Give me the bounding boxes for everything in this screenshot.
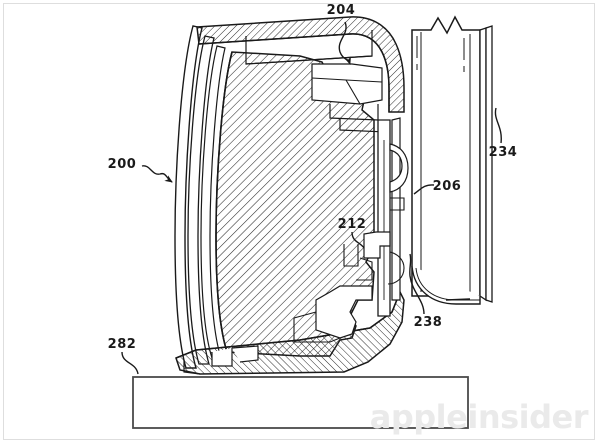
internal-pocket-lower <box>293 257 373 343</box>
ref-num-204: 204 <box>327 3 356 18</box>
ref-num-200: 200 <box>108 157 137 172</box>
ref-leader-238 <box>409 253 425 315</box>
ref-leader-200 <box>141 165 173 183</box>
ref-num-212: 212 <box>338 217 367 232</box>
device-housing-cross-section <box>174 16 409 375</box>
ref-leader-234 <box>494 107 502 144</box>
housing-bottom-steps <box>183 345 259 375</box>
adjacent-panel-stack <box>411 15 493 305</box>
ref-num-206: 206 <box>433 179 462 194</box>
ref-leader-212 <box>351 231 365 249</box>
support-base <box>132 376 469 429</box>
ref-num-234: 234 <box>489 145 518 160</box>
ref-leader-206 <box>413 184 435 195</box>
internal-latch-features <box>343 143 409 285</box>
internal-channel-wall <box>377 117 401 317</box>
ref-num-282: 282 <box>108 337 137 352</box>
internal-bracket-upper <box>311 63 387 133</box>
ref-num-238: 238 <box>414 315 443 330</box>
outer-housing-top-wall <box>196 16 405 113</box>
ref-leader-204 <box>338 21 351 65</box>
ref-leader-282 <box>121 351 139 375</box>
appleinsider-watermark: appleinsider <box>369 398 589 436</box>
